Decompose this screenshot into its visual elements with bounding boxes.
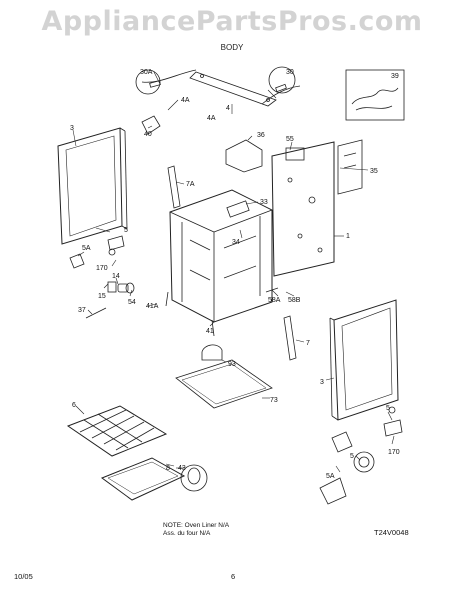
callout-6: 6 [72,402,76,409]
footer-page-number: 6 [231,572,236,581]
back-panel [271,141,335,277]
callout-170-right: 170 [388,449,400,456]
callout-58b: 58B [288,297,301,304]
callout-14: 14 [112,273,120,280]
leader-lines [72,71,395,473]
callout-5a-right: 5A [326,473,335,480]
callout-3-right: 3 [320,379,324,386]
callout-55: 55 [286,136,294,143]
note-line-1: NOTE: Oven Liner N/A [163,522,230,529]
callout-30a: 30A [140,69,153,76]
electrical-box-33 [337,139,363,195]
part-93 [201,344,223,361]
bracket-40 [141,115,161,135]
watermark: AppliancePartsPros.com [41,6,423,37]
screw-41 [165,291,215,337]
callout-35: 33 [260,199,268,206]
figure-code: T24V0048 [374,528,409,537]
callout-4a-2: 4A [207,115,216,122]
note-line-2: Ass. du four N/A [163,530,211,537]
wiring-harness-box [345,69,405,121]
callout-5: 5 [124,227,128,234]
note: NOTE: Oven Liner N/A Ass. du four N/A [163,522,229,538]
rail-7 [283,315,297,361]
bottom-panel [175,359,273,409]
callout-7: 7 [306,340,310,347]
callout-3: 3 [70,125,74,132]
callout-7a: 7A [186,181,195,188]
callout-33: 35 [370,168,378,175]
section-title: BODY [220,43,244,52]
callout-73: 73 [270,397,278,404]
callout-170: 170 [96,265,108,272]
callout-5-right-2: 5 [350,453,354,460]
screw-5 [108,248,396,473]
callout-15: 15 [98,293,106,300]
callout-34: 34 [232,239,240,246]
left-side-panel [57,127,128,245]
callout-43: 43 [178,465,186,472]
right-side-panel [329,299,399,421]
callout-36: 36 [257,132,265,139]
callout-4: 4 [226,105,230,112]
callout-8: 8 [166,465,170,472]
callout-41: 41 [206,328,214,335]
callout-39: 39 [391,73,399,80]
screw-37 [85,307,107,319]
callout-1: 1 [346,233,350,240]
callout-30: 30 [286,69,294,76]
callout-54: 54 [128,299,136,306]
hinge-5a [69,253,353,505]
callout-41a: 41A [146,303,159,310]
rail-7a [167,165,181,209]
footer-date: 10/05 [14,572,33,581]
top-trim-bar [189,71,277,107]
broiler-pan [100,457,186,501]
hinge-170 [107,235,403,437]
callout-58a: 58A [268,297,281,304]
callout-circles [135,66,296,95]
callout-4a: 4A [181,97,190,104]
callout-37: 37 [78,307,86,314]
oven-rack [66,405,168,457]
callout-5a: 5A [82,245,91,252]
callout-5-right: 5 [386,405,390,412]
callout-40: 40 [144,131,152,138]
bracket-36 [225,139,263,173]
callout-93: 93 [228,361,236,368]
insert-43 [180,464,208,492]
knob-14-15-54 [107,281,135,294]
oven-body-frame [169,189,273,323]
